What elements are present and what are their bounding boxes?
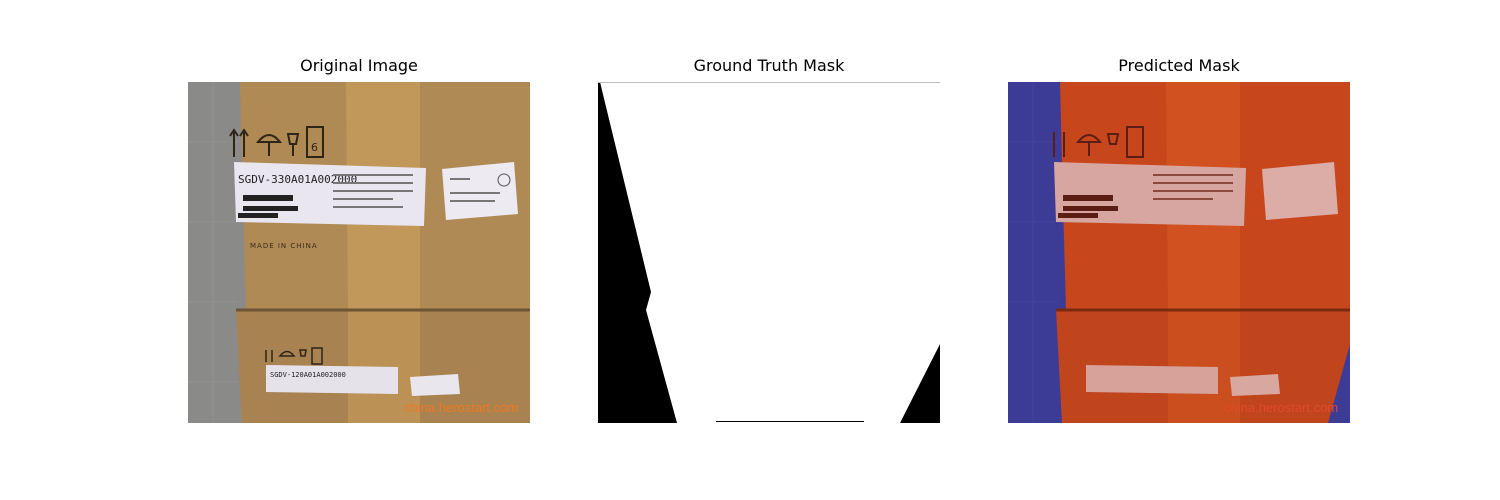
predicted-mask-overlay: china.herostart.com [1008, 82, 1350, 423]
ground-truth-mask [598, 82, 940, 423]
original-image-title: Original Image [300, 56, 418, 75]
ground-truth-title: Ground Truth Mask [693, 56, 845, 75]
made-in-text: MADE IN CHINA [250, 242, 318, 250]
overlay-watermark-text: china.herostart.com [1224, 400, 1338, 415]
original-image-panel: SGDV-330A01A002000 6 MADE IN CHINA SGDV-… [188, 82, 530, 423]
ground-truth-panel [598, 82, 940, 423]
predicted-mask-panel: china.herostart.com [1008, 82, 1350, 423]
upper-label-code: SGDV-330A01A002000 [238, 173, 357, 186]
original-photo: SGDV-330A01A002000 6 MADE IN CHINA SGDV-… [188, 82, 530, 423]
predicted-mask-title: Predicted Mask [1118, 56, 1240, 75]
watermark-text: china.herostart.com [404, 400, 518, 415]
box-stack-number: 6 [311, 141, 318, 154]
lower-label-code: SGDV-120A01A002000 [270, 371, 346, 379]
